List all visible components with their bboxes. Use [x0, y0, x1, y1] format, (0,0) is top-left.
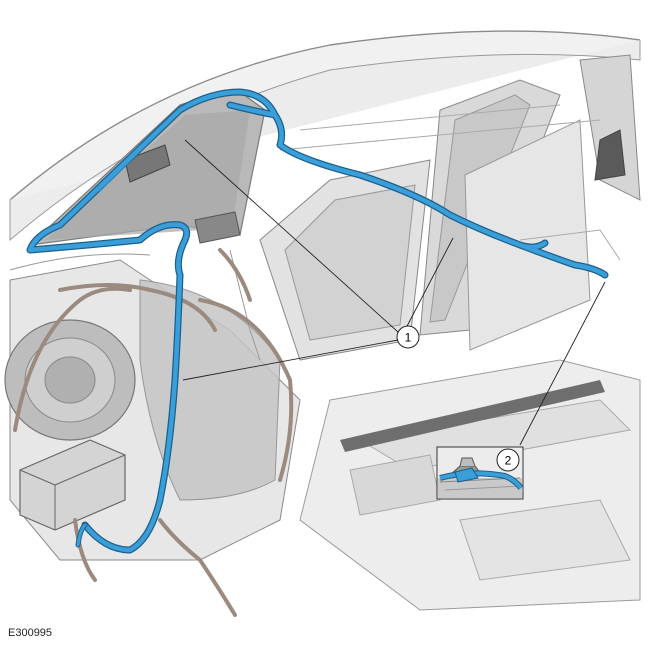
vehicle-body — [4, 30, 641, 611]
secondary-harness — [13, 248, 294, 617]
figure-id-label: E300995 — [8, 627, 53, 639]
antenna-harness — [26, 88, 609, 554]
callout-1: 1 — [396, 325, 420, 349]
callout-1-label: 1 — [405, 331, 412, 345]
leader-lines — [182, 139, 606, 446]
callout-2: 2 — [496, 448, 520, 472]
callout-2-label: 2 — [505, 454, 512, 468]
